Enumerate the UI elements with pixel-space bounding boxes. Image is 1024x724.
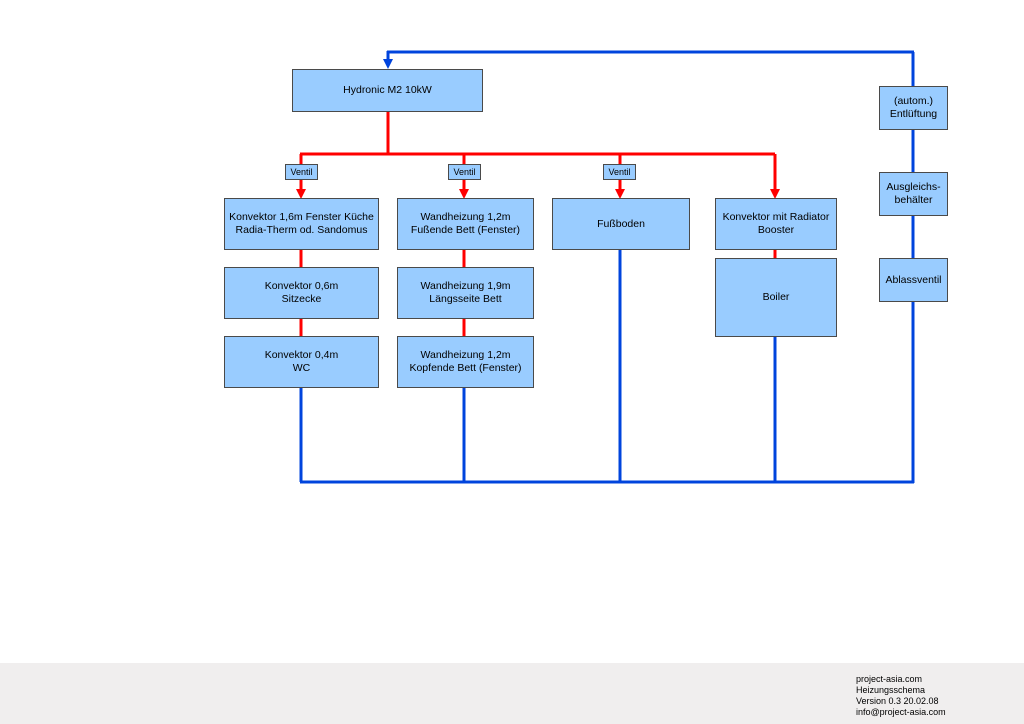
convector-kitchen-line2: Radia-Therm od. Sandomus — [235, 224, 368, 236]
supply-arrow-4 — [770, 189, 780, 199]
source-heater-box: Hydronic M2 10kW — [292, 69, 483, 112]
convector-booster-line2: Booster — [757, 224, 795, 236]
boiler-box: Boiler — [715, 258, 837, 337]
wall-heating-foot-box: Wandheizung 1,2m Fußende Bett (Fenster) — [397, 198, 534, 250]
footer-version: Version 0.3 20.02.08 — [856, 696, 939, 706]
boiler-label: Boiler — [762, 291, 790, 303]
drain-valve-box: Ablassventil — [879, 258, 948, 302]
footer: project-asia.com Heizungsschema Version … — [0, 663, 1024, 724]
expansion-tank-line2: behälter — [894, 194, 933, 206]
auto-vent-box: (autom.) Entlüftung — [879, 86, 948, 130]
wall-heating-long-box: Wandheizung 1,9m Längsseite Bett — [397, 267, 534, 319]
convector-seating-box: Konvektor 0,6m Sitzecke — [224, 267, 379, 319]
convector-wc-line2: WC — [292, 362, 311, 374]
expansion-tank-line1: Ausgleichs- — [886, 181, 941, 193]
floor-heating-box: Fußboden — [552, 198, 690, 250]
convector-wc-line1: Konvektor 0,4m — [264, 349, 339, 361]
wall-heating-head-box: Wandheizung 1,2m Kopfende Bett (Fenster) — [397, 336, 534, 388]
valve-3: Ventil — [603, 164, 636, 180]
valve-1: Ventil — [285, 164, 318, 180]
return-arrow — [383, 59, 393, 69]
drain-valve-label: Ablassventil — [885, 273, 942, 286]
convector-kitchen-box: Konvektor 1,6m Fenster Küche Radia-Therm… — [224, 198, 379, 250]
footer-website: project-asia.com — [856, 674, 923, 684]
footer-title: Heizungsschema — [856, 685, 926, 695]
footer-email: info@project-asia.com — [856, 707, 946, 717]
convector-seating-line2: Sitzecke — [281, 293, 322, 305]
wall-heating-head-line2: Kopfende Bett (Fenster) — [409, 362, 522, 374]
expansion-tank-box: Ausgleichs- behälter — [879, 172, 948, 216]
floor-heating-label: Fußboden — [597, 217, 645, 230]
auto-vent-line1: (autom.) — [893, 95, 934, 107]
convector-booster-line1: Konvektor mit Radiator — [722, 211, 830, 223]
wall-heating-head-line1: Wandheizung 1,2m — [420, 349, 511, 361]
supply-arrowheads — [296, 189, 780, 199]
supply-arrow-1 — [296, 189, 306, 199]
auto-vent-line2: Entlüftung — [889, 108, 938, 120]
convector-seating-line1: Konvektor 0,6m — [264, 280, 339, 292]
wall-heating-foot-line1: Wandheizung 1,2m — [420, 211, 511, 223]
convector-kitchen-line1: Konvektor 1,6m Fenster Küche — [229, 211, 374, 223]
wall-heating-long-line1: Wandheizung 1,9m — [420, 280, 511, 292]
footer-info: project-asia.com Heizungsschema Version … — [856, 674, 946, 718]
source-heater-label: Hydronic M2 10kW — [343, 84, 432, 96]
supply-arrow-2 — [459, 189, 469, 199]
wall-heating-foot-line2: Fußende Bett (Fenster) — [410, 224, 521, 236]
return-pipes — [299, 50, 915, 484]
convector-booster-box: Konvektor mit Radiator Booster — [715, 198, 837, 250]
supply-arrow-3 — [615, 189, 625, 199]
wall-heating-long-line2: Längsseite Bett — [429, 293, 502, 305]
convector-wc-box: Konvektor 0,4m WC — [224, 336, 379, 388]
valve-2: Ventil — [448, 164, 481, 180]
